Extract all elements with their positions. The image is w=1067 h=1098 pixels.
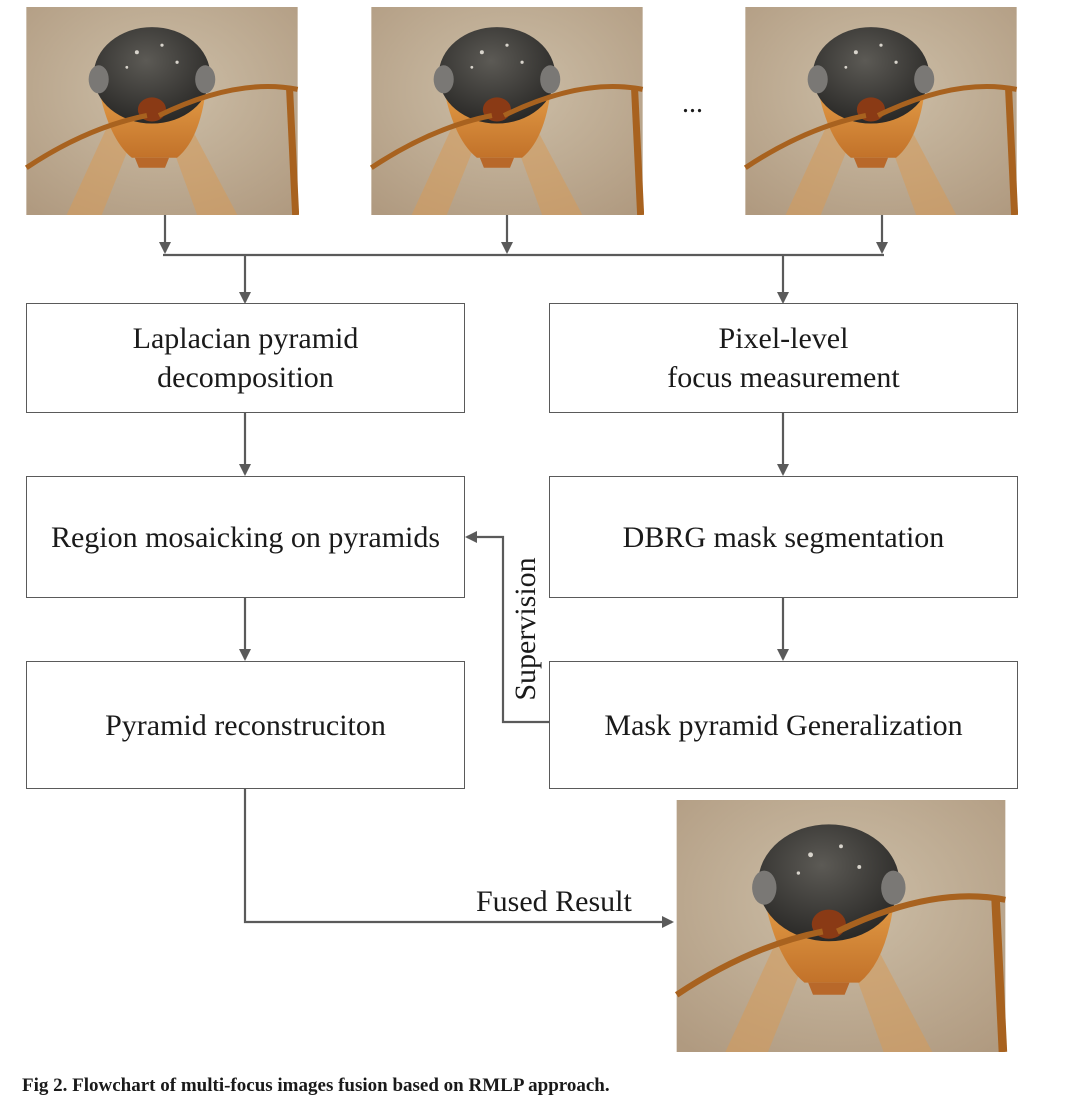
mask-pyramid-box: Mask pyramid Generalization [549,661,1018,789]
arrow-fused-result [243,789,674,928]
region-mosaicking-box: Region mosaicking on pyramids [26,476,465,598]
pyramid-reconstruction-box: Pyramid reconstruciton [26,661,465,789]
dbrg-segmentation-box: DBRG mask segmentation [549,476,1018,598]
dbrg-segmentation-label: DBRG mask segmentation [622,520,945,554]
input-image-2 [371,7,642,215]
flow-arrows [239,413,789,928]
region-mosaicking-label: Region mosaicking on pyramids [50,520,441,554]
laplacian-decomposition-box: Laplacian pyramid decomposition [26,303,465,413]
pyramid-reconstruction-label: Pyramid reconstruciton [105,708,386,742]
pixel-focus-measurement-label: Pixel-level focus measurement [667,322,900,394]
supervision-label: Supervision [509,557,542,701]
input-connectors [159,215,888,304]
mask-pyramid-label: Mask pyramid Generalization [604,708,963,742]
pixel-focus-measurement-box: Pixel-level focus measurement [549,303,1018,413]
fused-result-image [677,800,1006,1052]
input-image-1 [26,7,297,215]
figure-caption: Fig 2. Flowchart of multi-focus images f… [22,1075,610,1096]
arrow-supervision [465,531,549,724]
input-image-n [745,7,1016,215]
laplacian-decomposition-label: Laplacian pyramid decomposition [132,322,359,394]
fused-result-label: Fused Result [476,885,632,918]
ellipsis-more-images: ... [682,88,703,119]
